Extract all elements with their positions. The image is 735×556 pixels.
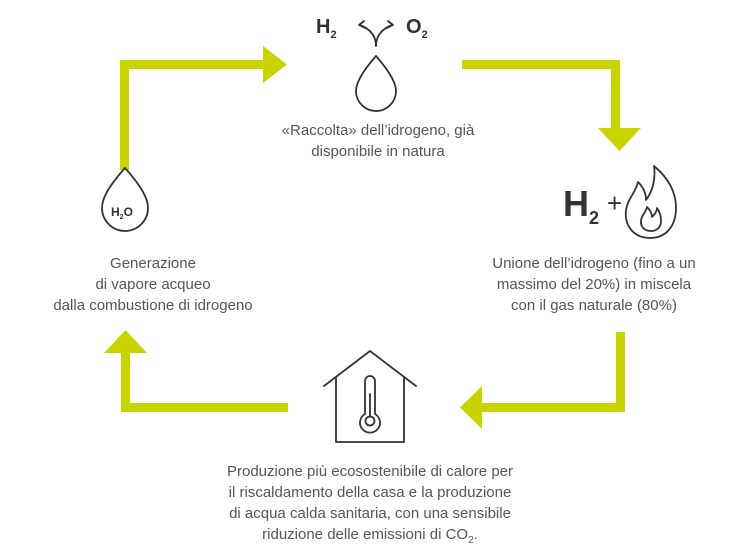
caption-bottom-line: il riscaldamento della casa e la produzi… [228,484,512,501]
caption-left-line: Generazione [110,255,196,272]
caption-bottom-line: Produzione più ecosostenibile di calore … [226,463,513,480]
caption-left-line: di vapore acqueo [95,276,211,293]
caption-right-line: con il gas naturale (80%) [511,297,677,314]
o2-label-top: O2 [406,16,428,41]
plus-sign: + [607,188,622,218]
caption-top-line: disponibile in natura [311,143,445,160]
caption-bottom: Produzione più ecosostenibile di calore … [165,461,575,551]
caption-bottom-line: riduzione delle emissioni di CO2. [165,524,575,551]
water-drop-split-icon [355,20,397,112]
arrow-left-to-top [120,46,287,170]
caption-bottom-line: di acqua calda sanitaria, con una sensib… [229,505,511,522]
h2o-label: H2O [111,205,133,221]
caption-bottom-last-suffix: . [473,526,478,543]
caption-right-line: massimo del 20%) in miscela [496,276,692,293]
caption-right: Unione dell’idrogeno (fino a un massimo … [455,253,733,316]
arrow-right-to-bottom [460,332,625,429]
caption-right-line: Unione dell’idrogeno (fino a un [492,255,696,272]
caption-bottom-last-prefix: riduzione delle emissioni di CO [262,526,469,543]
caption-bottom-last-sub: 2 [468,535,474,546]
arrow-top-to-right [462,60,641,151]
caption-top: «Raccolta» dell’idrogeno, già disponibil… [228,120,528,162]
h2-label-top: H2 [316,16,337,41]
flame-icon [624,165,677,239]
caption-left-line: dalla combustione di idrogeno [53,297,253,314]
arrow-bottom-to-left [104,330,288,412]
water-drop-icon [101,167,149,232]
caption-top-line: «Raccolta» dell’idrogeno, già [281,122,475,139]
h2-label-right: H2 [563,183,599,228]
caption-left: Generazione di vapore acqueo dalla combu… [0,253,306,316]
house-thermometer-icon [323,350,417,443]
